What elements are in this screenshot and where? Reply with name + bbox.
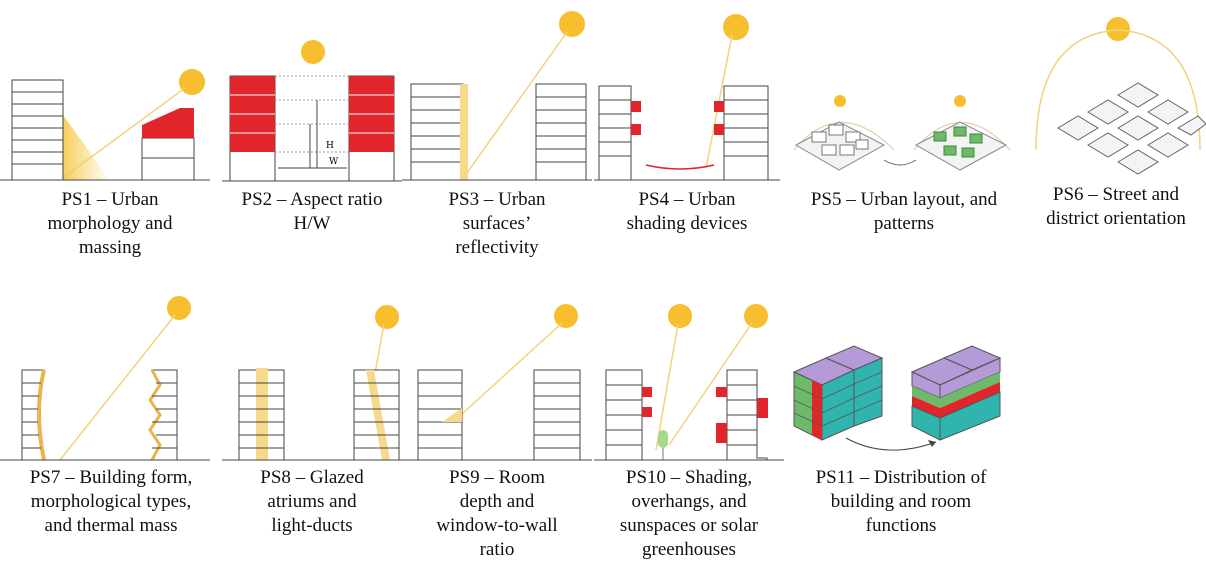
caption-line: PS4 – Urban xyxy=(638,189,736,210)
panel-ps6: PS6 – Street and district orientation xyxy=(1026,0,1206,270)
urban-massing-icon xyxy=(0,69,210,181)
panel-ps3: PS3 – Urban surfaces’ reflectivity xyxy=(402,0,592,270)
caption-ps6: PS6 – Street and district orientation xyxy=(1026,183,1206,231)
room-depth-icon xyxy=(402,304,592,461)
urban-layout-icon xyxy=(793,95,1011,171)
caption-line: ratio xyxy=(479,539,515,560)
caption-line: massing xyxy=(78,237,142,258)
caption-line: morphology and xyxy=(47,213,173,234)
caption-line: atriums and xyxy=(267,491,357,512)
panel-ps1: PS1 – Urban morphology and massing xyxy=(0,0,220,270)
panel-ps5: PS5 – Urban layout, and patterns xyxy=(784,0,1024,270)
caption-line: morphological types, xyxy=(30,491,192,512)
caption-line: PS6 – Street and xyxy=(1052,184,1180,205)
caption-ps10: PS10 – Shading, overhangs, and sunspaces… xyxy=(594,466,784,562)
sun-icon xyxy=(301,40,325,64)
caption-line: PS2 – Aspect ratio xyxy=(241,189,383,210)
building-form-icon xyxy=(0,296,210,461)
caption-line: functions xyxy=(865,515,937,536)
shading-overhangs-icon xyxy=(594,304,784,461)
panel-ps11: PS11 – Distribution of building and room… xyxy=(786,290,1016,562)
urban-shading-icon xyxy=(594,14,780,181)
caption-line: greenhouses xyxy=(642,539,736,560)
street-orientation-icon xyxy=(1035,17,1206,175)
caption-ps3: PS3 – Urban surfaces’ reflectivity xyxy=(402,188,592,260)
caption-line: sunspaces or solar xyxy=(619,515,759,536)
caption-ps9: PS9 – Room depth and window-to-wall rati… xyxy=(402,466,592,562)
caption-line: PS7 – Building form, xyxy=(29,467,193,488)
caption-line: PS8 – Glazed xyxy=(260,467,364,488)
caption-ps5: PS5 – Urban layout, and patterns xyxy=(784,188,1024,236)
sun-icon xyxy=(559,11,585,37)
caption-line: reflectivity xyxy=(455,237,539,258)
caption-line: PS1 – Urban xyxy=(61,189,159,210)
caption-line: shading devices xyxy=(626,213,748,234)
panel-ps4: PS4 – Urban shading devices xyxy=(594,0,780,270)
sun-icon xyxy=(744,304,768,328)
sun-icon xyxy=(723,14,749,40)
caption-line: depth and xyxy=(459,491,535,512)
sun-icon xyxy=(167,296,191,320)
w-label: W xyxy=(329,157,339,167)
caption-ps2: PS2 – Aspect ratio H/W xyxy=(222,188,402,236)
aspect-ratio-icon: H W xyxy=(222,40,402,182)
panel-ps2: H W PS2 – Aspect ratio H/W xyxy=(222,0,402,270)
caption-line: PS11 – Distribution of xyxy=(815,467,987,488)
caption-line: overhangs, and xyxy=(631,491,747,512)
caption-line: surfaces’ xyxy=(462,213,532,234)
panel-ps9: PS9 – Room depth and window-to-wall rati… xyxy=(402,290,592,562)
caption-ps1: PS1 – Urban morphology and massing xyxy=(0,188,220,260)
sun-icon xyxy=(179,69,205,95)
atrium-lightduct-icon xyxy=(222,305,402,461)
caption-line: district orientation xyxy=(1046,208,1186,229)
panel-ps10: PS10 – Shading, overhangs, and sunspaces… xyxy=(594,290,784,562)
panel-ps8: PS8 – Glazed atriums and light-ducts xyxy=(222,290,402,562)
caption-ps11: PS11 – Distribution of building and room… xyxy=(786,466,1016,538)
caption-line: light-ducts xyxy=(271,515,353,536)
caption-ps7: PS7 – Building form, morphological types… xyxy=(0,466,222,538)
sun-icon xyxy=(668,304,692,328)
caption-ps8: PS8 – Glazed atriums and light-ducts xyxy=(222,466,402,538)
caption-line: PS3 – Urban xyxy=(448,189,546,210)
h-label: H xyxy=(326,141,334,151)
caption-line: PS5 – Urban layout, and xyxy=(810,189,998,210)
sun-icon xyxy=(834,95,846,107)
caption-line: PS9 – Room xyxy=(448,467,546,488)
caption-line: building and room xyxy=(830,491,972,512)
room-functions-icon xyxy=(792,345,1002,451)
caption-line: PS10 – Shading, xyxy=(625,467,753,488)
caption-line: and thermal mass xyxy=(44,515,178,536)
sun-icon xyxy=(554,304,578,328)
surface-reflectivity-icon xyxy=(402,11,592,181)
caption-line: H/W xyxy=(293,213,331,234)
caption-ps4: PS4 – Urban shading devices xyxy=(594,188,780,236)
sun-icon xyxy=(375,305,399,329)
caption-line: patterns xyxy=(873,213,935,234)
panel-ps7: PS7 – Building form, morphological types… xyxy=(0,290,222,562)
sun-icon xyxy=(1106,17,1130,41)
sun-icon xyxy=(954,95,966,107)
caption-line: window-to-wall xyxy=(436,515,558,536)
